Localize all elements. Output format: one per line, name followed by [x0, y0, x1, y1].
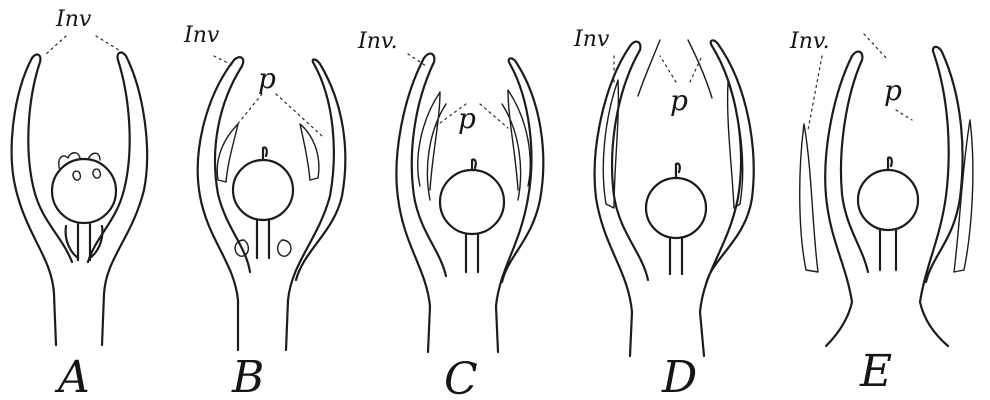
panel-b: Inv p B [183, 23, 345, 400]
panel-c-letter: C [444, 354, 478, 400]
panel-c-inv-label: Inv. [357, 29, 398, 54]
panel-d-p-label: p [670, 84, 688, 117]
panel-c-involucre [396, 54, 543, 352]
panel-e-ovary [858, 157, 918, 270]
panel-a-letter: A [54, 352, 90, 400]
panel-b-paleae [217, 124, 319, 182]
panel-e-p-label: p [884, 74, 902, 107]
panel-c-ovary [440, 159, 504, 272]
panel-a-inv-label: Inv [55, 7, 92, 32]
panel-d-letter: D [661, 352, 697, 400]
panel-d-ovary [646, 163, 706, 274]
panel-e-letter: E [859, 346, 892, 397]
panel-e: Inv. p E [789, 29, 973, 397]
panel-a-involucre [12, 53, 147, 345]
panel-d-inv-label: Inv [573, 27, 610, 52]
panel-c-p-label: p [458, 102, 476, 135]
panel-b-letter: B [231, 352, 264, 400]
panel-b-inv-label: Inv [183, 23, 220, 48]
panel-e-inv-label: Inv. [789, 29, 830, 54]
panel-b-p-label: p [258, 62, 276, 95]
panel-a-inv-leader [44, 36, 122, 56]
panel-a: Inv A [12, 7, 147, 400]
panel-b-ovary [233, 147, 293, 258]
panel-b-involucre [198, 57, 346, 350]
panel-d: Inv p D [573, 27, 754, 400]
panel-c: Inv. p C [357, 29, 543, 400]
